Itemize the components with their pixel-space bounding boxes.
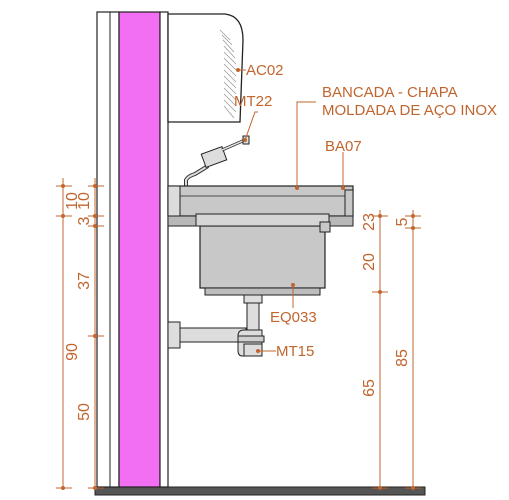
right-dimensions (372, 210, 421, 490)
label-mt15: MT15 (276, 343, 314, 360)
label-ac02: AC02 (246, 62, 284, 79)
wall-cladding-pink (118, 11, 161, 488)
floor-slab (94, 486, 426, 496)
dim-left-37: 37 (76, 272, 93, 290)
dispenser-shading (219, 29, 237, 119)
dim-right-85: 85 (394, 349, 411, 367)
dim-left-10: 10 (64, 192, 81, 210)
dim-right-65: 65 (361, 379, 378, 397)
drain-trap (167, 294, 265, 357)
label-ba07: BA07 (325, 138, 362, 155)
label-eq033: EQ033 (270, 309, 317, 326)
dim-left-50: 50 (76, 403, 93, 421)
leader-lines (236, 68, 345, 353)
towel-dispenser (167, 13, 244, 123)
dim-right-23: 23 (361, 213, 378, 231)
wall-left-face (96, 11, 120, 488)
dim-left-3: 3 (76, 216, 93, 225)
label-bancada-line2: MOLDADA DE AÇO INOX (322, 102, 497, 119)
dim-left-10b: 10 (76, 192, 93, 210)
label-mt22: MT22 (234, 93, 272, 110)
dim-left-90: 90 (64, 343, 81, 361)
wall-finish (159, 11, 169, 488)
left-dimensions (56, 178, 104, 490)
dim-right-5: 5 (394, 217, 411, 226)
sink-bowl (195, 213, 331, 296)
dim-right-20: 20 (361, 253, 378, 271)
label-bancada-line1: BANCADA - CHAPA (322, 84, 458, 101)
